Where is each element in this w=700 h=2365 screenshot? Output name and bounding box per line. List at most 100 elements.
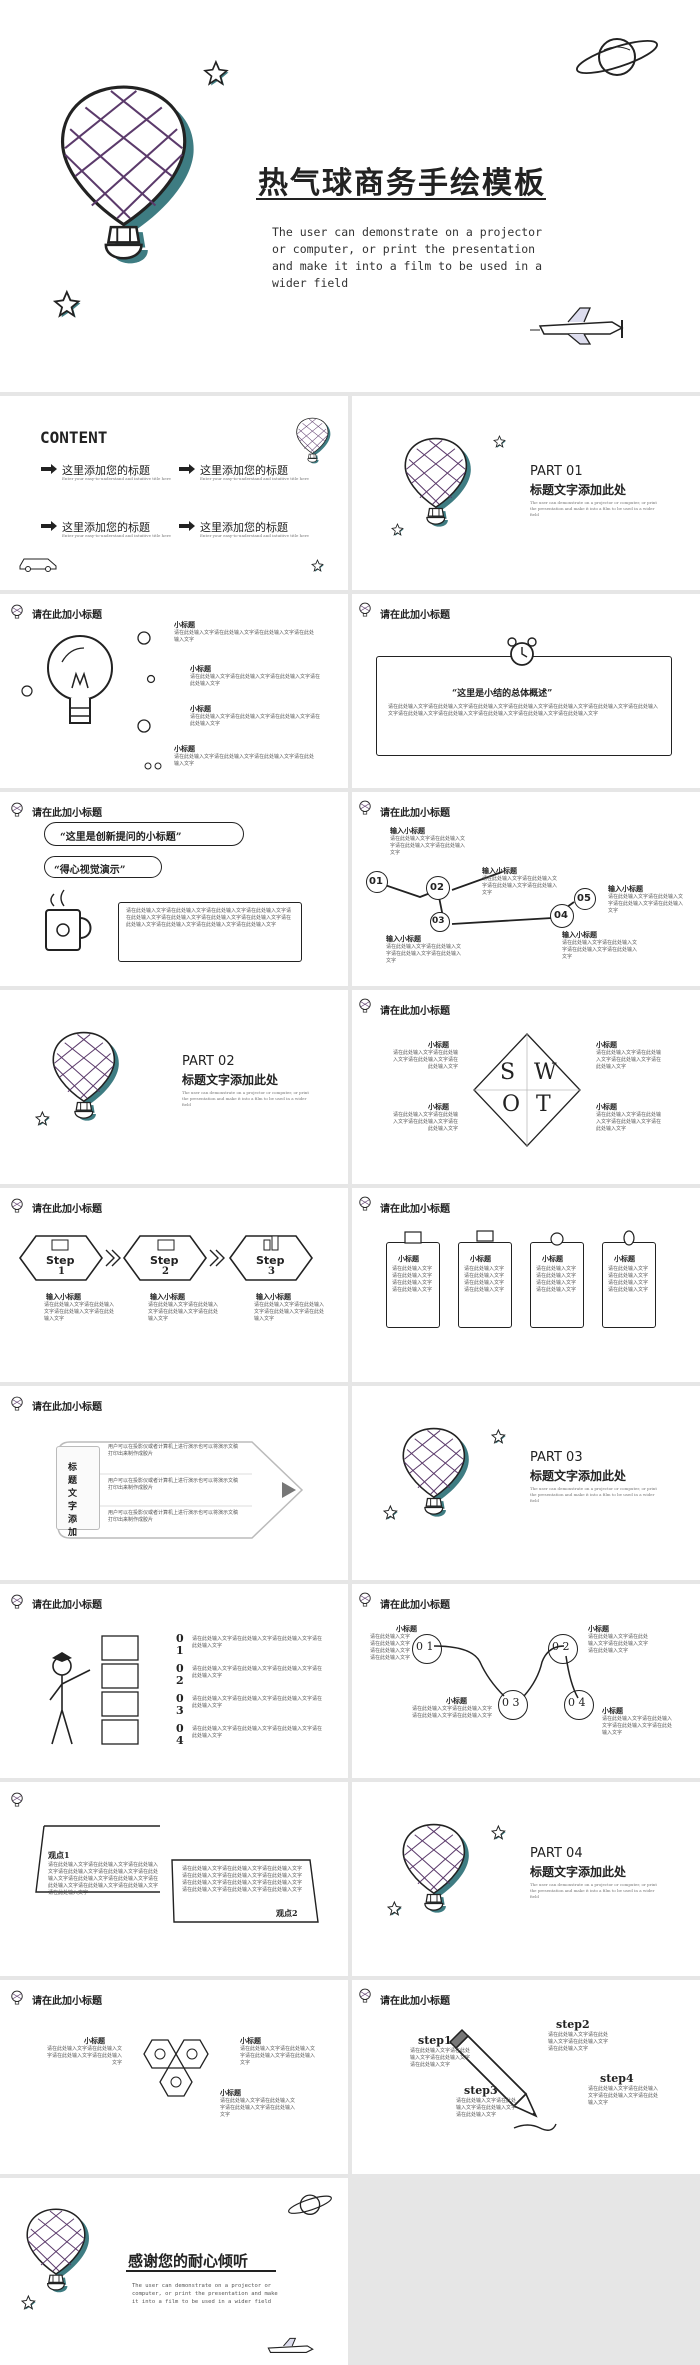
balloon-icon: [296, 417, 331, 464]
star-icon: [491, 1429, 507, 1445]
body-text: 请在此处输入文字请在此处输入文字请在此处输入文字请在此处输入文字: [548, 2032, 609, 2052]
slide-header: 请在此加小标题: [32, 808, 102, 819]
cover-subtitle: The user can demonstrate on a projector …: [272, 225, 543, 290]
step-number: 3: [268, 1266, 275, 1277]
balloon-illustration: [404, 437, 472, 528]
part-title: 标题文字添加此处: [530, 1865, 627, 1879]
viewpoint-label-2: 观点2: [276, 1908, 298, 1918]
subtitle: 小标题: [190, 704, 211, 713]
digit: 2: [176, 1674, 184, 1687]
body-text: 请在此处输入文字请在此处输入文字请在此处输入文字请在此处输入文字: [608, 1266, 649, 1293]
numbered-circle[interactable]: [498, 1690, 528, 1720]
quote-slide: 请在此加小标题 “这里是创新提问的小标题” “得心视觉演示” 请在此处输入文字请…: [0, 792, 348, 986]
body-text: 请在此处输入文字请在此处输入文字请在此处输入文字请在此处输入文字: [602, 1716, 673, 1736]
subtitle: 小标题: [428, 1040, 449, 1049]
input-subtitle: 输入小标题: [390, 826, 425, 835]
part-desc: The user can demonstrate on a projector …: [530, 500, 657, 517]
viewpoint-body-1: 请在此处输入文字请在此处输入文字请在此处输入文字请在此处输入文字请在此处输入文字…: [48, 1862, 159, 1896]
tab-label: 标题文字添加: [68, 1463, 78, 1538]
numbered-circle[interactable]: [412, 1634, 442, 1664]
cover-title-underline: [256, 198, 546, 200]
part-label: PART 01: [530, 464, 583, 479]
digit: 3: [176, 1704, 184, 1717]
circle-number: 0 4: [568, 1696, 586, 1709]
body-text: 请在此处输入文字请在此处输入文字请在此处输入文字请在此处输入文字: [220, 2098, 296, 2118]
step-number: 1: [58, 1266, 65, 1277]
star-icon: [21, 2295, 37, 2311]
pin-icon: [11, 1396, 23, 1411]
pin-icon: [359, 998, 371, 1013]
step-number: 2: [162, 1266, 169, 1277]
star-icon: [311, 559, 325, 573]
ending-underline: [126, 2270, 276, 2272]
timeline-node[interactable]: [550, 904, 574, 928]
cards-slide: 请在此加小标题 小标题 请在此处输入文字请在此处输入文字请在此处输入文字请在此处…: [352, 1188, 700, 1382]
body-text: 请在此处输入文字请在此处输入文字请在此处输入文字请在此处输入文字: [240, 2046, 316, 2066]
input-subtitle: 输入小标题: [482, 866, 517, 875]
input-subtitle: 输入小标题: [150, 1292, 185, 1301]
part-label: PART 03: [530, 1450, 583, 1465]
node-number: 03: [432, 916, 445, 926]
contents-item-2[interactable]: 这里添加您的标题: [200, 464, 288, 477]
body-text: 请在此处输入文字请在此处输入文字请在此处输入文字请在此处输入文字: [562, 940, 638, 960]
slide-header: 请在此加小标题: [32, 1996, 102, 2007]
balloon-illustration: [402, 1823, 470, 1914]
step-label: Step: [46, 1254, 75, 1267]
swot-letter-o: O: [502, 1092, 521, 1117]
star-icon: [35, 1111, 51, 1127]
balloon-illustration: [402, 1427, 470, 1518]
body-text: 请在此处输入文字请在此处输入文字请在此处输入文字请在此处输入文字: [608, 894, 684, 914]
ending-title: 感谢您的耐心倾听: [128, 2252, 249, 2270]
body-text: 请在此处输入文字请在此处输入文字请在此处输入文字请在此处输入文字: [390, 836, 466, 856]
digit: 0: [176, 1662, 184, 1675]
contents-item-1[interactable]: 这里添加您的标题: [62, 464, 150, 477]
swot-letter-s: S: [500, 1060, 516, 1085]
subtitle: 小标题: [596, 1102, 617, 1111]
slide-header: 请在此加小标题: [32, 1600, 102, 1611]
digit: 0: [176, 1692, 184, 1705]
steps-slide: 请在此加小标题 Step 1 Step 2 Step 3 输入小标题 请在此处输…: [0, 1188, 348, 1382]
body-text: 请在此处输入文字请在此处输入文字请在此处输入文字请在此处输入文字: [148, 1302, 219, 1322]
part-desc: The user can demonstrate on a projector …: [530, 1486, 657, 1503]
circle-number: 0 3: [502, 1696, 520, 1709]
arrow-icon: [179, 521, 195, 531]
arrow-icon: [41, 521, 57, 531]
contents-item-note: Enter your easy-to-understand and intuit…: [62, 533, 171, 538]
slide-header: 请在此加小标题: [32, 1204, 102, 1215]
teacher-slide: 请在此加小标题 0 1 0 2 0 3 0 4 请在此处输入文字请在此处输入文字…: [0, 1584, 348, 1778]
subtitle: 小标题: [396, 1624, 417, 1633]
timeline-node[interactable]: [426, 876, 450, 900]
pin-icon: [11, 604, 23, 619]
viewpoint-label-1: 观点1: [48, 1850, 70, 1860]
airplane-icon: [530, 307, 624, 345]
timeline-node[interactable]: [366, 871, 388, 893]
slide-header: 请在此加小标题: [380, 1600, 450, 1611]
numbered-circle[interactable]: [564, 1690, 594, 1720]
numbered-circle[interactable]: [548, 1634, 578, 1664]
circles-slide: 请在此加小标题 0 1 0 2 0 3 0 4 小标题 请在此处输入文字请在此处…: [352, 1584, 700, 1778]
slide-header: 请在此加小标题: [380, 1204, 450, 1215]
lightbulb-icon: [47, 635, 113, 724]
body-text: 请在此处输入文字请在此处输入文字请在此处输入文字请在此处输入文字: [536, 1266, 577, 1293]
body-text: 请在此处输入文字请在此处输入文字请在此处输入文字请在此处输入文字: [588, 2086, 659, 2106]
pencil-shape: [57, 1441, 304, 1539]
timeline-node[interactable]: [430, 912, 450, 932]
slide-header: 请在此加小标题: [32, 1402, 102, 1413]
body-text: 请在此处输入文字请在此处输入文字请在此处输入文字请在此处输入文字: [412, 1706, 493, 1719]
swot-letter-w: W: [534, 1060, 557, 1085]
contents-item-4[interactable]: 这里添加您的标题: [200, 521, 288, 534]
contents-item-3[interactable]: 这里添加您的标题: [62, 521, 150, 534]
body-text: 请在此处输入文字请在此处输入文字请在此处输入文字请在此处输入文字: [392, 1266, 433, 1293]
step-pencil-slide: 请在此加小标题 step1 请在此处输入文字请在此处输入文字请在此处输入文字请在…: [352, 1980, 700, 2174]
monitor-icon: [476, 1230, 494, 1242]
timeline-node[interactable]: [574, 888, 596, 910]
viewpoints-slide: 观点1 请在此处输入文字请在此处输入文字请在此处输入文字请在此处输入文字请在此处…: [0, 1782, 348, 1976]
folder-icon: [404, 1231, 422, 1244]
swot-slide: 请在此加小标题 S W O T 小标题 请在此处输入文字请在此处输入文字请在此处…: [352, 990, 700, 1184]
subtitle: 小标题: [240, 2036, 261, 2045]
body-text: 请在此处输入文字请在此处输入文字请在此处输入文字请在此处输入文字: [192, 1666, 323, 1679]
teacher-figure: [49, 1652, 91, 1745]
part-label: PART 02: [182, 1054, 235, 1069]
subtitle: 小标题: [398, 1254, 419, 1263]
subtitle: 小标题: [428, 1102, 449, 1111]
